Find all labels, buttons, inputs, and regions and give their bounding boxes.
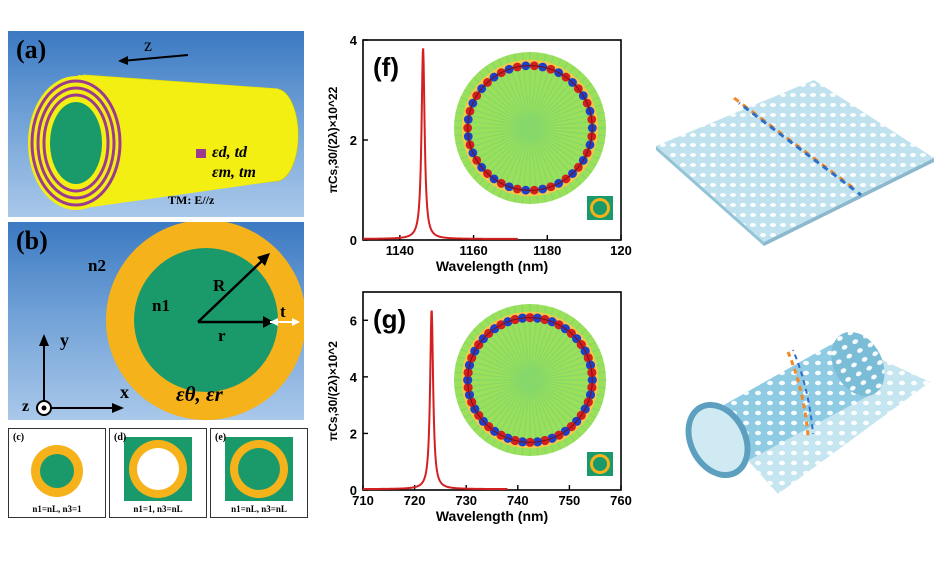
panel-c: (c) n1=nL, n3=1 [8,428,106,518]
panel-e: (e) n1=nL, n3=nL [210,428,308,518]
panel-d-caption: n1=1, n3=nL [133,504,183,514]
axis-z-label: z [144,35,152,55]
x-axis-label: Wavelength (nm) [436,258,548,274]
x-tick-label: 1160 [459,243,487,258]
field-map-ring-line [467,65,593,191]
y-axis-label: πCs,30/(2λ)×10^2 [326,341,340,441]
panel-a: (a) z εd, td εm, tm TM: E//z [8,31,304,217]
x-tick-label: 730 [455,493,477,508]
chart-g: 710 720 730 740 750 760 0 2 4 6 (g) Wavelength (nm)… [326,291,632,524]
x-tick-label: 710 [352,493,374,508]
axis-x-label: x [120,382,129,402]
legend-metal: εm, tm [212,164,256,181]
legend-swatch-metal [196,168,206,178]
n2-label: n2 [88,256,106,275]
y-tick-label: 2 [350,426,357,441]
x-tick-label: 740 [507,493,529,508]
x-tick-label: 1140 [386,243,414,258]
inset-ring-inner [593,201,607,215]
panel-e-ring [225,437,293,501]
y-tick-label: 0 [350,233,357,248]
legend-dielectric: εd, td [212,144,248,161]
tm-note: TM: E//z [168,193,215,207]
y-tick-label: 4 [350,370,358,385]
R-label: R [213,276,226,295]
legend: εd, td εm, tm [196,143,256,183]
n1-label: n1 [152,296,170,315]
cross-section-diagram [36,222,304,420]
panel-c-caption: n1=nL, n3=1 [32,504,82,514]
panel-label: (a) [16,35,47,64]
panel-d-ring [124,437,192,501]
x-tick-label: 120 [610,243,632,258]
y-tick-label: 4 [350,33,358,48]
x-tick-label: 1180 [533,243,561,258]
y-tick-label: 2 [350,133,357,148]
panel-label: (g) [373,304,406,334]
panel-label: (b) [16,226,48,255]
panel-e-caption: n1=nL, n3=nL [231,504,287,514]
field-map-ring-line [467,317,593,443]
series-line [363,48,518,240]
x-tick-label: 750 [559,493,581,508]
x-tick-label: 720 [404,493,426,508]
panel-label: (f) [373,52,399,82]
y-axis-label: πCs,30/(2λ)×10^22 [326,86,340,193]
y-tick-label: 0 [350,483,357,498]
inset-ring-inner [593,457,607,471]
axis-y-label: y [60,330,69,350]
flat-hole-sheet-illustration [656,80,934,246]
t-label: t [280,302,286,321]
panel-c-ring [31,445,83,497]
series-line [363,310,508,491]
panel-label: (d) [114,432,127,443]
eps-label: εθ, εr [176,382,223,406]
plot-frame [362,291,622,491]
panel-label: (c) [13,432,25,443]
x-tick-label: 760 [610,493,632,508]
z-arrow-icon [118,54,189,65]
y-tick-label: 6 [350,313,357,328]
axis-z-label: z [22,398,30,415]
panel-d: (d) n1=1, n3=nL [109,428,207,518]
panel-label: (e) [215,432,227,443]
x-axis-label: Wavelength (nm) [436,508,548,524]
rolled-hole-sheet-illustration [685,331,930,494]
panel-b: (b) n2 n1 R r t εθ, εr y x z [8,222,304,420]
cylinder-illustration [28,74,299,210]
r-label: r [218,326,226,345]
legend-swatch-dielectric [196,148,206,158]
